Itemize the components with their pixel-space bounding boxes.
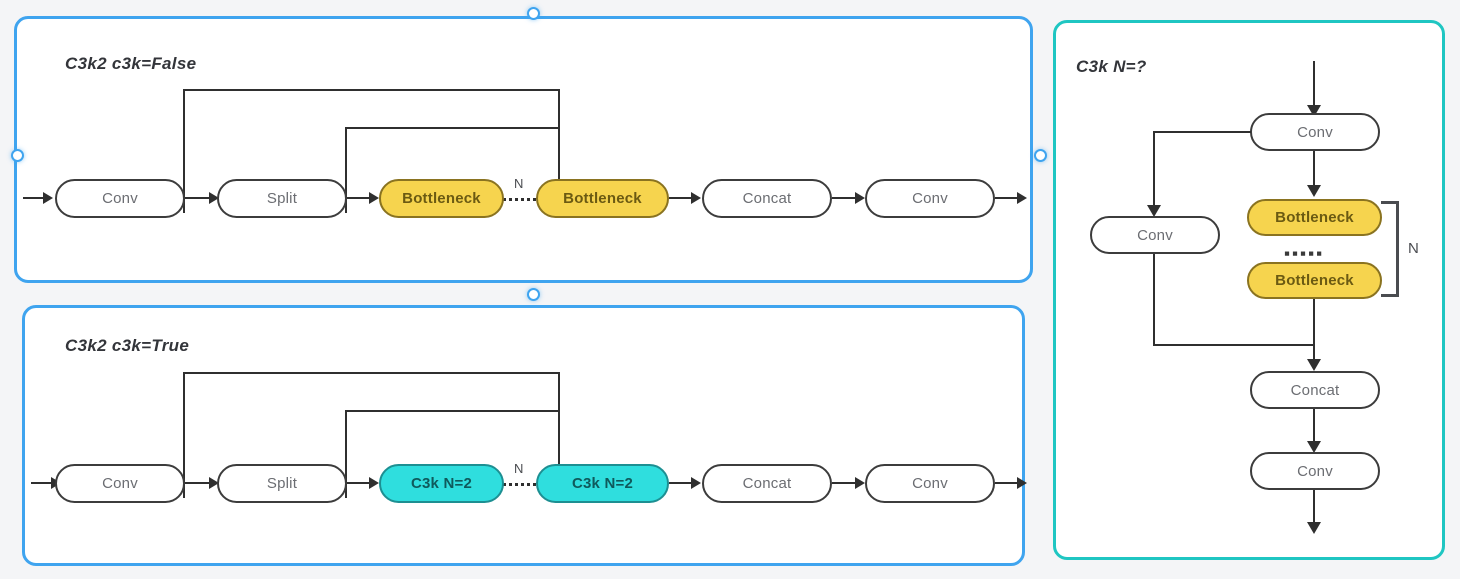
selection-handle-bottom-center[interactable] <box>527 288 540 301</box>
skip-wire-1-horizontal <box>183 89 560 91</box>
side-merge-vertical <box>1153 254 1155 345</box>
side-merge-horizontal <box>1153 344 1314 346</box>
branch-wire-vertical <box>1153 131 1155 209</box>
wire-block-to-concat <box>669 482 697 484</box>
entry-wire <box>1313 61 1315 109</box>
wire-split-to-block <box>347 197 375 199</box>
wire-block-to-concat <box>669 197 697 199</box>
node-conv-output[interactable]: Conv <box>865 464 995 503</box>
panel-c3k2-true[interactable]: C3k2 c3k=True N Conv Split C3k N=2 C3k N… <box>22 305 1027 566</box>
wire-split-to-block <box>347 482 375 484</box>
repeat-count-label: N <box>514 461 524 476</box>
skip-wire-1-horizontal <box>183 372 560 374</box>
output-arrowhead <box>1017 477 1027 489</box>
repeat-bracket <box>1381 201 1399 297</box>
node-c3k-last[interactable]: C3k N=2 <box>536 464 669 503</box>
node-bottleneck-last[interactable]: Bottleneck <box>536 179 669 218</box>
output-arrowhead <box>1307 522 1321 534</box>
arrow-conv-to-split <box>209 477 219 489</box>
selection-handle-top-center[interactable] <box>527 7 540 20</box>
arrow-bottleneck-to-concat <box>1307 359 1321 371</box>
skip-wire-2-horizontal <box>345 127 560 129</box>
wire-concat-to-conv <box>832 197 860 199</box>
panel-title-c3k: C3k N=? <box>1076 57 1147 76</box>
repeat-dotted-link <box>503 198 536 201</box>
output-wire <box>995 482 1021 484</box>
wire-concat-to-conv <box>1313 409 1315 447</box>
wire-bottleneck-to-concat <box>1313 299 1315 365</box>
node-concat[interactable]: Concat <box>702 464 832 503</box>
skip-wire-1-vertical-right <box>558 372 560 476</box>
node-conv-output[interactable]: Conv <box>865 179 995 218</box>
arrow-split-to-block <box>369 192 379 204</box>
arrow-block-to-concat <box>691 192 701 204</box>
output-wire <box>1313 490 1315 528</box>
arrow-concat-to-conv <box>855 477 865 489</box>
branch-wire-horizontal <box>1153 131 1251 133</box>
node-concat[interactable]: Concat <box>1250 371 1380 409</box>
input-arrowhead <box>43 192 53 204</box>
arrow-conv-to-bottleneck <box>1307 185 1321 197</box>
node-conv-top[interactable]: Conv <box>1250 113 1380 151</box>
input-wire <box>23 197 51 199</box>
node-bottleneck-last[interactable]: Bottleneck <box>1247 262 1382 299</box>
node-c3k-first[interactable]: C3k N=2 <box>379 464 504 503</box>
output-arrowhead <box>1017 192 1027 204</box>
skip-wire-2-vertical-left <box>345 410 347 498</box>
node-conv-side[interactable]: Conv <box>1090 216 1220 254</box>
bottleneck-ellipsis: ▪▪▪▪▪ <box>1284 244 1325 263</box>
repeat-dotted-link <box>503 483 536 486</box>
panel-c3k2-false[interactable]: C3k2 c3k=False N Conv Split Bottleneck B… <box>14 16 1033 283</box>
skip-wire-2-vertical-left <box>345 127 347 213</box>
wire-conv-to-bottleneck <box>1313 151 1315 191</box>
panel-c3k[interactable]: C3k N=? Conv Conv Bottleneck ▪▪▪▪▪ Bottl… <box>1053 20 1445 560</box>
selection-handle-middle-left[interactable] <box>11 149 24 162</box>
node-concat[interactable]: Concat <box>702 179 832 218</box>
wire-conv-to-split <box>185 482 215 484</box>
arrow-concat-to-conv <box>855 192 865 204</box>
arrow-conv-to-split <box>209 192 219 204</box>
repeat-count-label: N <box>1408 240 1419 257</box>
output-wire <box>995 197 1021 199</box>
arrow-split-to-block <box>369 477 379 489</box>
input-wire <box>31 482 59 484</box>
skip-wire-1-vertical-left <box>183 89 185 213</box>
selection-handle-middle-right[interactable] <box>1034 149 1047 162</box>
skip-wire-1-vertical-right <box>558 89 560 193</box>
skip-wire-2-horizontal <box>345 410 560 412</box>
panel-title-c3k2-true: C3k2 c3k=True <box>65 336 190 355</box>
arrow-block-to-concat <box>691 477 701 489</box>
panel-title-c3k2-false: C3k2 c3k=False <box>65 54 197 73</box>
node-conv-input[interactable]: Conv <box>55 464 185 503</box>
node-split[interactable]: Split <box>217 464 347 503</box>
arrow-concat-to-conv <box>1307 441 1321 453</box>
node-split[interactable]: Split <box>217 179 347 218</box>
node-bottleneck-first[interactable]: Bottleneck <box>379 179 504 218</box>
repeat-count-label: N <box>514 176 524 191</box>
wire-concat-to-conv <box>832 482 860 484</box>
wire-conv-to-split <box>185 197 215 199</box>
node-bottleneck-first[interactable]: Bottleneck <box>1247 199 1382 236</box>
skip-wire-1-vertical-left <box>183 372 185 498</box>
branch-arrowhead <box>1147 205 1161 217</box>
node-conv-output[interactable]: Conv <box>1250 452 1380 490</box>
node-conv-input[interactable]: Conv <box>55 179 185 218</box>
